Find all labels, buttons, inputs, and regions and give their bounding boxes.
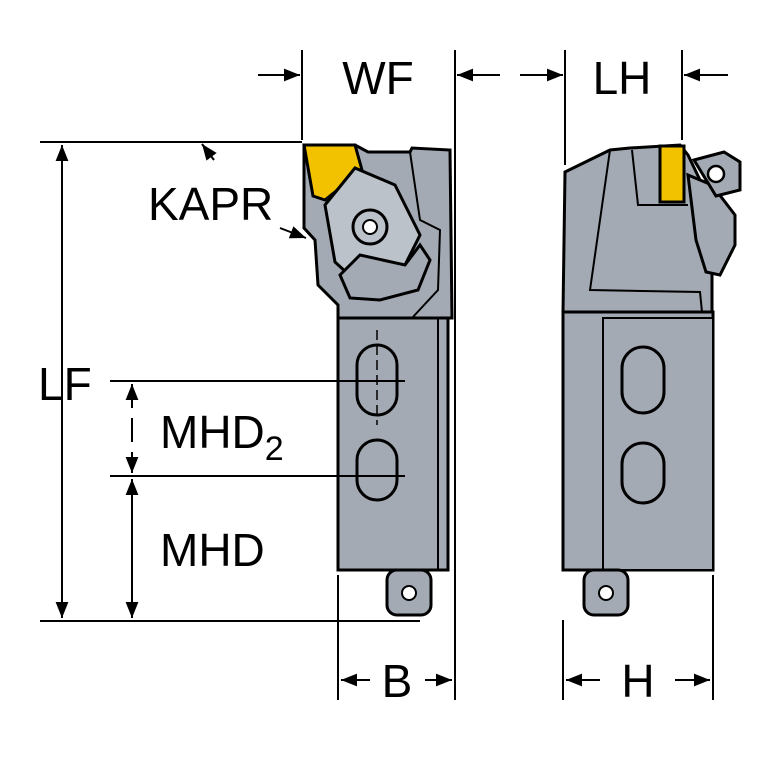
side-head xyxy=(561,143,714,314)
label-mhd: MHD xyxy=(160,524,265,576)
label-kapr: KAPR xyxy=(148,178,273,230)
dimension-lines xyxy=(40,50,728,700)
side-slot-lower xyxy=(620,441,666,505)
label-wf: WF xyxy=(342,52,414,104)
dimension-labels: WF LH KAPR LF MHD2 MHD B H xyxy=(38,52,655,707)
side-slot-upper xyxy=(620,345,666,415)
label-lf: LF xyxy=(38,358,92,410)
label-mhd2: MHD2 xyxy=(160,406,284,468)
front-view xyxy=(302,143,454,617)
label-lh: LH xyxy=(593,52,652,104)
side-insert xyxy=(658,144,686,204)
side-view xyxy=(561,143,742,617)
front-slot-lower xyxy=(355,438,399,502)
label-b: B xyxy=(382,655,413,707)
label-h: H xyxy=(621,655,654,707)
